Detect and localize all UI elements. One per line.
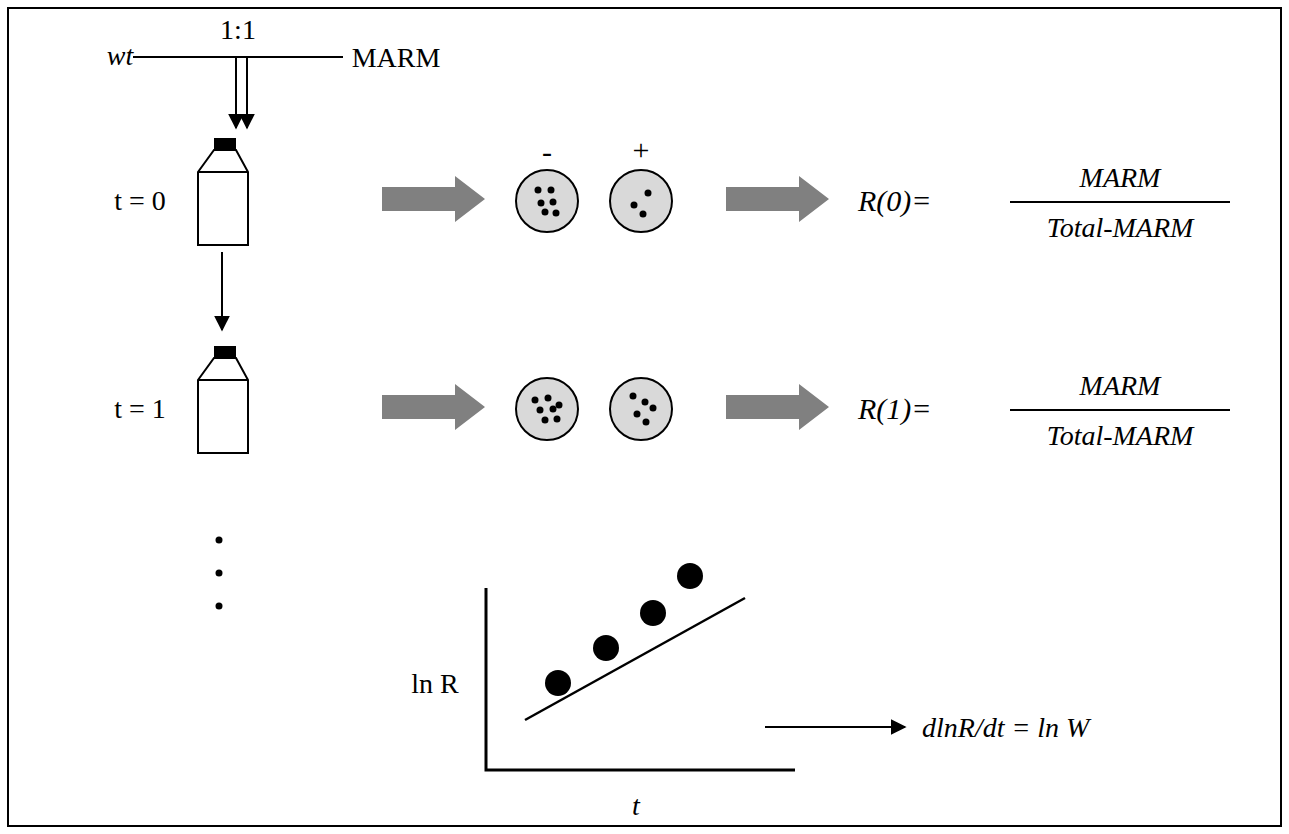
- time-label: t = 0: [114, 187, 166, 215]
- time-label: t = 1: [114, 395, 166, 423]
- fraction-bar: [1010, 202, 1230, 410]
- agar-plate: [516, 170, 672, 440]
- fraction-numerator: MARM: [1080, 372, 1161, 400]
- ellipsis-dots: [216, 537, 223, 610]
- ratio-term: R(0)=: [858, 186, 932, 216]
- culture-bottle: [198, 346, 248, 453]
- process-arrow: [382, 176, 829, 430]
- ratio-term: R(1)=: [858, 394, 932, 424]
- slope-formula: dlnR/dt = ln W: [922, 714, 1089, 742]
- culture-bottle: [198, 138, 248, 245]
- strain-label: MARM: [352, 44, 441, 72]
- axis-label: t: [632, 792, 640, 820]
- fraction-denominator: Total-MARM: [1047, 422, 1194, 450]
- ratio-label: 1:1: [220, 16, 256, 44]
- colony-dots: [532, 187, 657, 426]
- fraction-denominator: Total-MARM: [1047, 214, 1194, 242]
- sign-label: -: [542, 137, 552, 167]
- strain-label: wt: [107, 42, 133, 70]
- fraction-numerator: MARM: [1080, 164, 1161, 192]
- sign-label: +: [633, 135, 650, 165]
- frame: [8, 8, 1281, 826]
- axis-label: ln R: [411, 670, 458, 698]
- regression-plot: [486, 563, 905, 770]
